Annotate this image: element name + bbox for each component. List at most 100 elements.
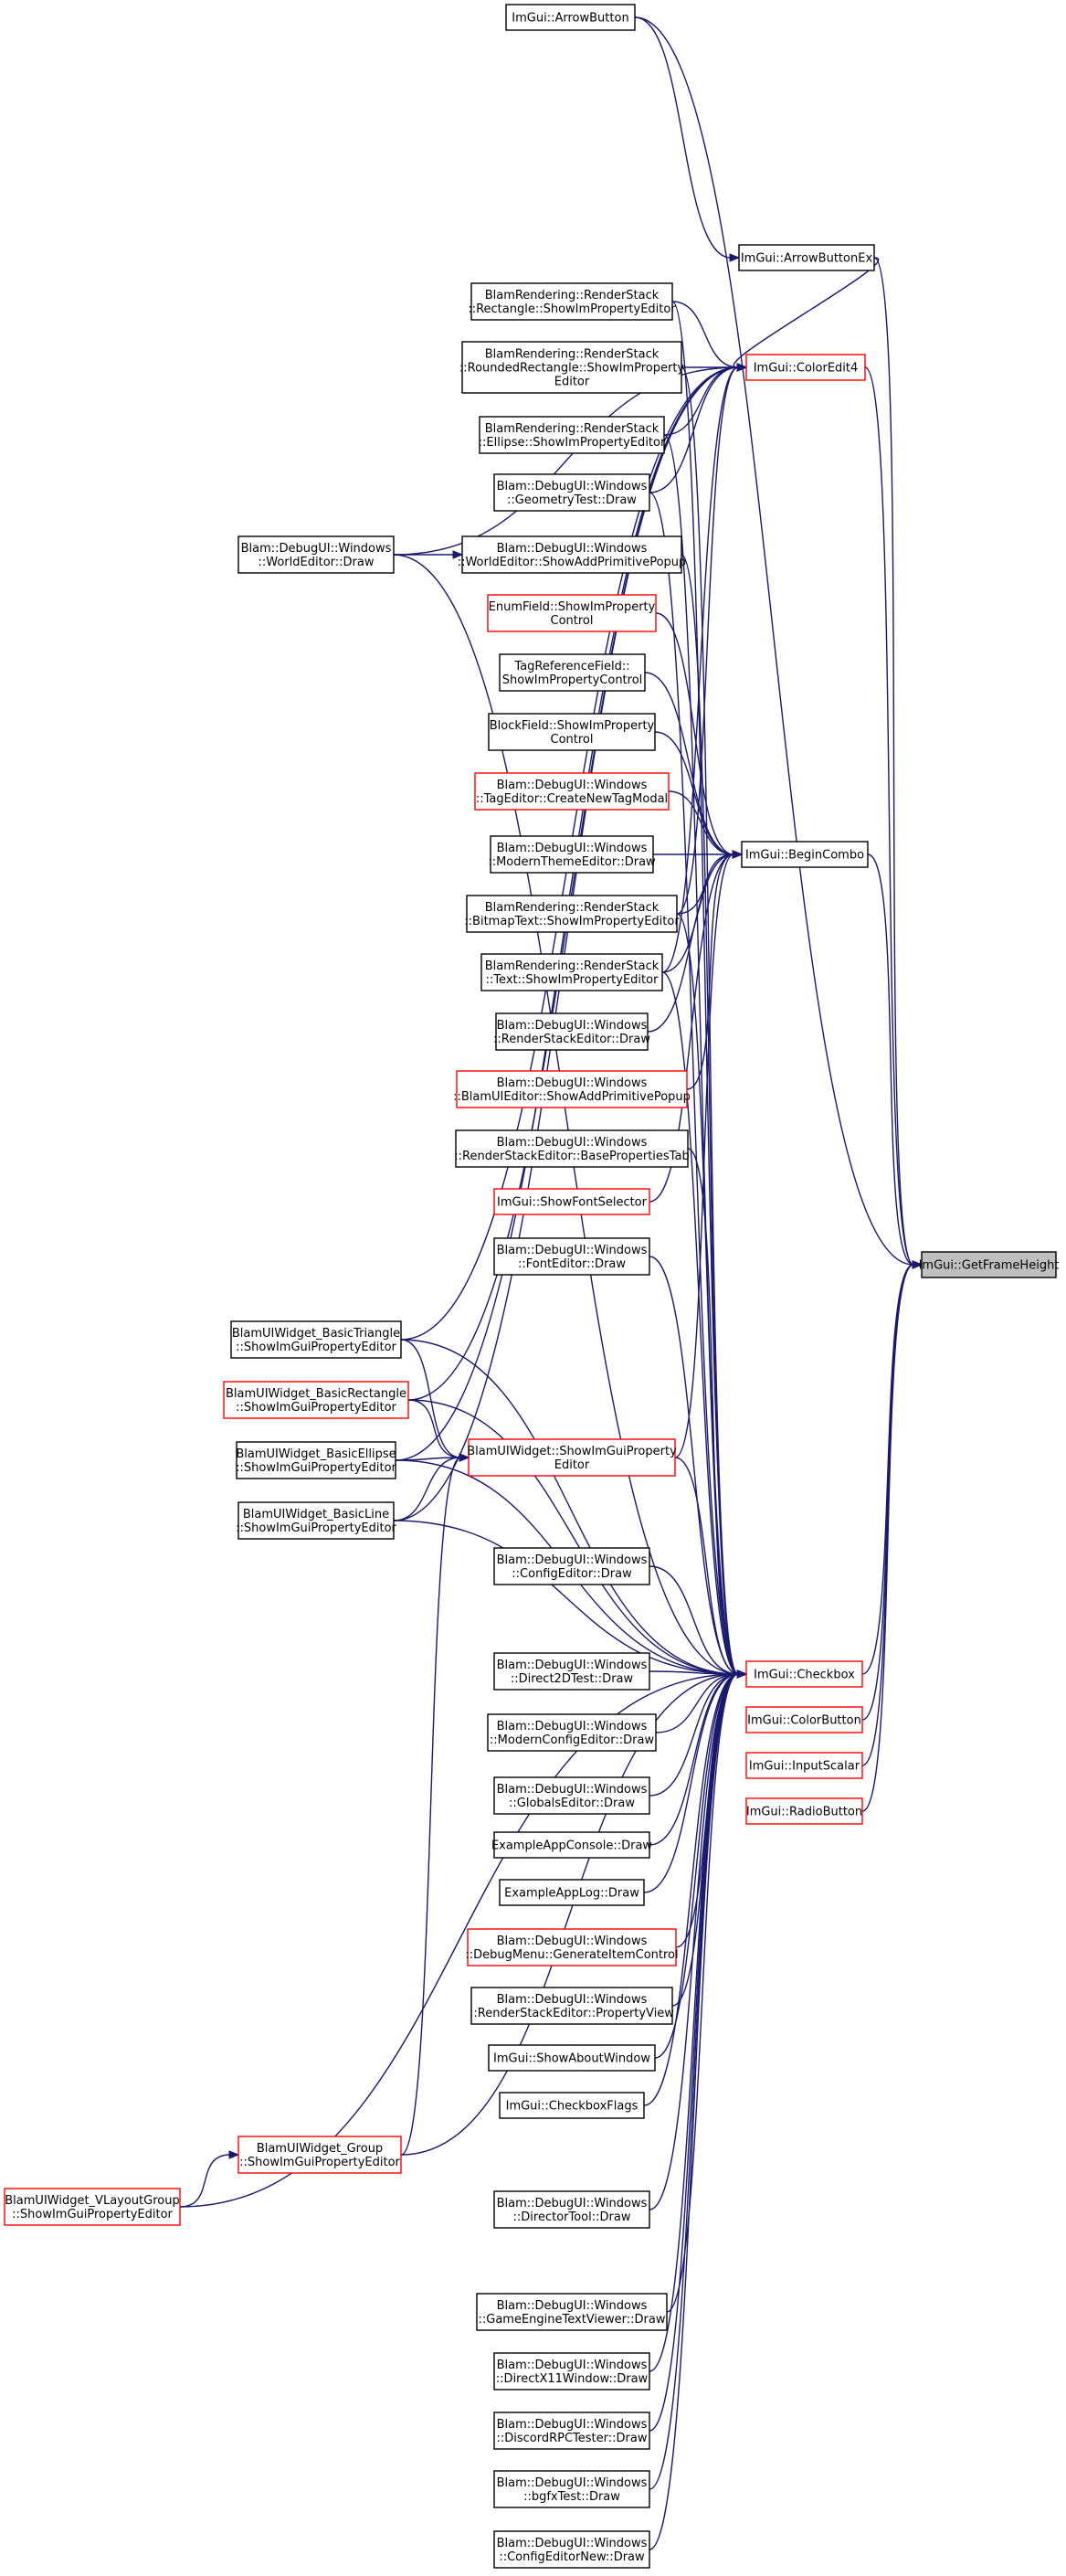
edge-line xyxy=(400,1457,461,2156)
node-render-stack-base-properties[interactable]: Blam::DebugUI::Windows::RenderStackEdito… xyxy=(454,1129,690,1168)
node-rs-text[interactable]: BlamRendering::RenderStack::Text::ShowIm… xyxy=(480,953,663,991)
node-widget-show-property-editor[interactable]: BlamUIWidget::ShowImGuiPropertyEditor xyxy=(467,1438,677,1477)
edge-line xyxy=(644,672,734,855)
node-label-line: ::Direct2DTest::Draw xyxy=(511,1672,634,1686)
node-rs-ellipse[interactable]: BlamRendering::RenderStack::Ellipse::Sho… xyxy=(479,416,666,454)
node-box xyxy=(745,354,866,381)
node-blam-ui-editor-add-primitive[interactable]: Blam::DebugUI::Windows::BlamUIEditor::Sh… xyxy=(453,1070,691,1108)
node-arrow-button-ex[interactable]: ImGui::ArrowButtonEx xyxy=(738,244,875,271)
node-label-line: ImGui::ColorButton xyxy=(747,1714,861,1728)
node-render-stack-editor-draw[interactable]: Blam::DebugUI::Windows::RenderStackEdito… xyxy=(493,1012,650,1051)
node-box xyxy=(237,2136,402,2174)
node-label-line: ::ModernThemeEditor::Draw xyxy=(488,855,656,869)
node-label-line: ::Ellipse::ShowImPropertyEditor xyxy=(479,436,666,450)
node-box xyxy=(745,1797,863,1825)
node-director-tool[interactable]: Blam::DebugUI::Windows::DirectorTool::Dr… xyxy=(493,2190,650,2229)
node-checkbox[interactable]: ImGui::Checkbox xyxy=(745,1660,863,1688)
edge-line xyxy=(668,790,734,855)
node-modern-config-editor[interactable]: Blam::DebugUI::Windows::ModernConfigEdit… xyxy=(487,1713,657,1752)
node-box xyxy=(493,1188,650,1215)
edge-color-button-to-get-frame-height xyxy=(861,1260,924,1721)
node-world-editor-add-primitive[interactable]: Blam::DebugUI::Windows::WorldEditor::Sho… xyxy=(458,535,687,574)
node-box xyxy=(741,841,869,868)
node-config-editor[interactable]: Blam::DebugUI::Windows::ConfigEditor::Dr… xyxy=(493,1547,650,1585)
node-box xyxy=(493,1776,650,1815)
node-begin-combo[interactable]: ImGui::BeginCombo xyxy=(741,841,869,868)
node-label-line: BlamRendering::RenderStack xyxy=(485,901,660,915)
node-bgfx-test[interactable]: Blam::DebugUI::Windows::bgfxTest::Draw xyxy=(493,2470,650,2508)
node-game-engine-text-viewer[interactable]: Blam::DebugUI::Windows::GameEngineTextVi… xyxy=(476,2293,668,2331)
node-block-field[interactable]: BlockField::ShowImPropertyControl xyxy=(488,713,656,751)
node-input-scalar[interactable]: ImGui::InputScalar xyxy=(745,1752,863,1779)
node-get-frame-height[interactable]: ImGui::GetFrameHeight xyxy=(919,1251,1060,1278)
edge-enum-field-to-begin-combo xyxy=(655,612,744,859)
node-label-line: Blam::DebugUI::Windows xyxy=(497,779,648,792)
edge-line xyxy=(400,1339,461,1458)
node-color-button[interactable]: ImGui::ColorButton xyxy=(745,1706,863,1733)
node-color-edit4[interactable]: ImGui::ColorEdit4 xyxy=(745,354,866,381)
node-label-line: ImGui::InputScalar xyxy=(749,1760,860,1774)
node-label-line: Blam::DebugUI::Windows xyxy=(497,2537,648,2550)
node-checkbox-flags[interactable]: ImGui::CheckboxFlags xyxy=(499,2092,645,2119)
node-show-font-selector[interactable]: ImGui::ShowFontSelector xyxy=(493,1188,650,1215)
node-widget-basic-rectangle[interactable]: BlamUIWidget_BasicRectangle::ShowImGuiPr… xyxy=(223,1381,409,1419)
edge-line xyxy=(400,1673,739,2156)
node-box xyxy=(236,1441,396,1479)
edge-line xyxy=(649,853,734,1203)
node-example-app-log[interactable]: ExampleAppLog::Draw xyxy=(499,1879,645,1906)
node-rs-bitmap-text[interactable]: BlamRendering::RenderStack::BitmapText::… xyxy=(464,895,680,933)
node-widget-vlayout-group[interactable]: BlamUIWidget_VLayoutGroup::ShowImGuiProp… xyxy=(4,2188,181,2226)
node-tag-editor-new-tag-modal[interactable]: Blam::DebugUI::Windows::TagEditor::Creat… xyxy=(474,772,670,811)
node-widget-basic-triangle[interactable]: BlamUIWidget_BasicTriangle::ShowImGuiPro… xyxy=(230,1320,402,1359)
node-globals-editor[interactable]: Blam::DebugUI::Windows::GlobalsEditor::D… xyxy=(493,1776,650,1815)
node-render-stack-property-view[interactable]: Blam::DebugUI::Windows::RenderStackEdito… xyxy=(470,1987,674,2025)
edge-input-scalar-to-get-frame-height xyxy=(861,1260,924,1766)
node-box xyxy=(470,282,673,321)
edge-line xyxy=(634,16,914,1266)
node-directx11-window[interactable]: Blam::DebugUI::Windows::DirectX11Window:… xyxy=(493,2352,650,2390)
node-rs-rounded-rectangle[interactable]: BlamRendering::RenderStack::RoundedRecta… xyxy=(459,341,685,394)
node-rs-rectangle[interactable]: BlamRendering::RenderStack::Rectangle::S… xyxy=(468,282,676,321)
node-modern-theme-editor[interactable]: Blam::DebugUI::Windows::ModernThemeEdito… xyxy=(488,835,656,874)
node-enum-field[interactable]: EnumField::ShowImPropertyControl xyxy=(487,594,657,632)
node-config-editor-new[interactable]: Blam::DebugUI::Windows::ConfigEditorNew:… xyxy=(493,2530,650,2569)
node-label-line: BlamRendering::RenderStack xyxy=(485,348,660,362)
node-widget-basic-ellipse[interactable]: BlamUIWidget_BasicEllipse::ShowImGuiProp… xyxy=(236,1441,397,1479)
node-radio-button[interactable]: ImGui::RadioButton xyxy=(745,1797,863,1825)
node-label-line: ::GeometryTest::Draw xyxy=(507,493,637,507)
node-label-line: ::WorldEditor::Draw xyxy=(259,556,375,569)
node-label-line: BlamUIWidget_BasicTriangle xyxy=(232,1327,400,1341)
node-direct2d-test[interactable]: Blam::DebugUI::Windows::Direct2DTest::Dr… xyxy=(493,1652,650,1691)
edge-line xyxy=(649,1673,739,2550)
node-label-line: Blam::DebugUI::Windows xyxy=(497,542,648,556)
edge-line xyxy=(864,366,914,1266)
node-label-line: BlamUIWidget_VLayoutGroup xyxy=(5,2194,179,2208)
node-show-about-window[interactable]: ImGui::ShowAboutWindow xyxy=(488,2044,656,2072)
edge-line xyxy=(393,1457,461,1521)
edge-line xyxy=(663,434,739,1675)
node-label-line: ImGui::GetFrameHeight xyxy=(919,1259,1060,1273)
node-debug-menu-generate[interactable]: Blam::DebugUI::Windows::DebugMenu::Gener… xyxy=(465,1928,679,1966)
node-widget-basic-line[interactable]: BlamUIWidget_BasicLine::ShowImGuiPropert… xyxy=(236,1501,397,1540)
node-geometry-test[interactable]: Blam::DebugUI::Windows::GeometryTest::Dr… xyxy=(493,473,650,512)
node-box xyxy=(461,341,682,394)
node-label-line: ::Text::ShowImPropertyEditor xyxy=(486,973,660,987)
node-widget-group[interactable]: BlamUIWidget_Group::ShowImGuiPropertyEdi… xyxy=(237,2136,402,2174)
node-discord-rpc-tester[interactable]: Blam::DebugUI::Windows::DiscordRPCTester… xyxy=(493,2412,650,2450)
node-box xyxy=(487,1713,657,1752)
node-tag-reference-field[interactable]: TagReferenceField::ShowImPropertyControl xyxy=(499,653,646,692)
node-label-line: ::bgfxTest::Draw xyxy=(523,2490,620,2504)
node-label-line: ImGui::ShowAboutWindow xyxy=(493,2052,650,2066)
node-label-line: BlamUIWidget::ShowImGuiProperty xyxy=(467,1445,677,1458)
node-world-editor-draw[interactable]: Blam::DebugUI::Windows::WorldEditor::Dra… xyxy=(237,535,395,574)
node-arrow-button[interactable]: ImGui::ArrowButton xyxy=(505,4,636,31)
node-example-app-console[interactable]: ExampleAppConsole::Draw xyxy=(491,1831,652,1859)
edge-line xyxy=(676,366,739,915)
node-box xyxy=(488,713,656,751)
edge-line xyxy=(179,1673,739,2208)
node-box xyxy=(493,2190,650,2229)
node-font-editor[interactable]: Blam::DebugUI::Windows::FontEditor::Draw xyxy=(493,1237,650,1276)
edge-line xyxy=(861,1264,914,1721)
node-label-line: ::ShowImGuiPropertyEditor xyxy=(236,1521,396,1535)
node-label-line: ::ShowImGuiPropertyEditor xyxy=(12,2208,173,2221)
